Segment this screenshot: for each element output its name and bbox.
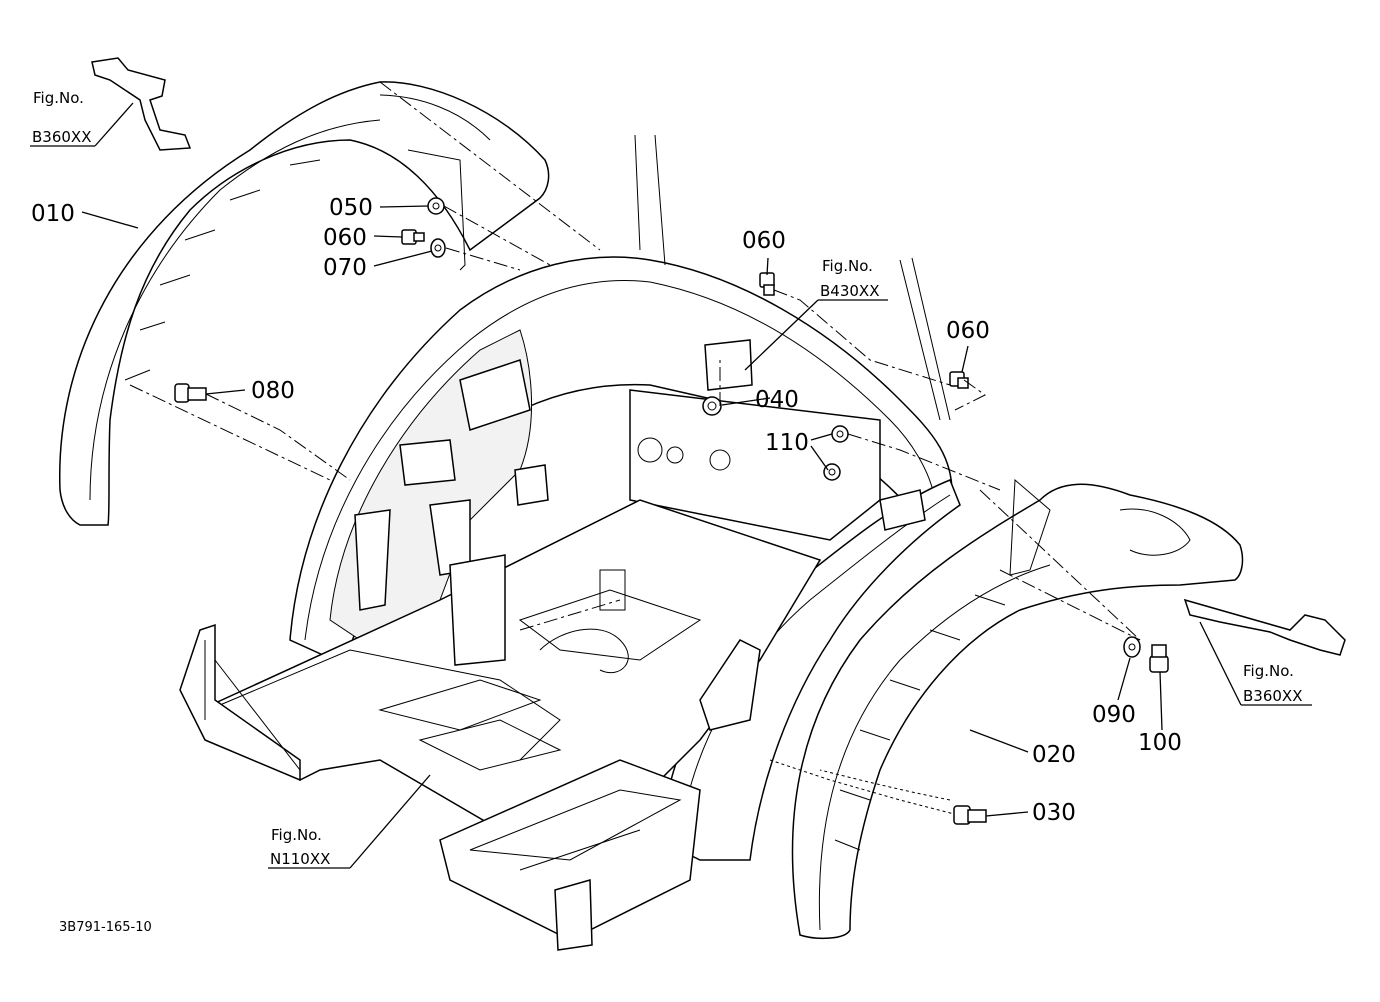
fig-ref-code: N110XX [270, 850, 330, 868]
fig-ref-code: B360XX [32, 128, 91, 146]
fig-ref-title: Fig.No. [822, 257, 873, 275]
bolt-060-top [759, 272, 775, 296]
fig-ref-bottom: Fig.No. N110XX [270, 826, 330, 868]
label-090: 090 [1092, 702, 1136, 728]
fig-ref-code: B430XX [820, 282, 879, 300]
nut-040 [702, 396, 722, 416]
fig-ref-center: Fig.No. B430XX [820, 257, 879, 300]
label-040: 040 [755, 387, 799, 413]
label-100: 100 [1138, 730, 1182, 756]
assembly-lines [129, 81, 1141, 815]
washer-090 [1123, 636, 1141, 658]
label-070: 070 [323, 255, 367, 281]
leader-lines [30, 102, 1312, 869]
fig-ref-right: Fig.No. B360XX [1243, 662, 1302, 705]
nut-110-lower [823, 463, 841, 481]
label-060-top: 060 [742, 228, 786, 254]
label-020: 020 [1032, 742, 1076, 768]
label-010: 010 [31, 201, 75, 227]
label-060-right: 060 [946, 318, 990, 344]
figure-references: Fig.No. B360XX Fig.No. B430XX Fig.No. B3… [32, 89, 1302, 868]
part-number-labels: 010 050 060 070 080 060 060 040 110 020 … [31, 195, 1182, 826]
label-050: 050 [329, 195, 373, 221]
label-060-left: 060 [323, 225, 367, 251]
right-fender [791, 478, 1244, 940]
fig-ref-title: Fig.No. [1243, 662, 1294, 680]
drawing-code: 3B791-165-10 [59, 920, 152, 935]
bolt-060-right [949, 371, 969, 389]
label-110: 110 [765, 430, 809, 456]
bolt-030 [953, 805, 987, 825]
bolt-060-left [401, 229, 425, 245]
left-fender [59, 81, 550, 526]
fig-ref-top-left: Fig.No. B360XX [32, 89, 91, 146]
nut-110-upper [831, 425, 849, 443]
fig-ref-code: B360XX [1243, 687, 1302, 705]
bolt-050 [427, 197, 445, 215]
bolt-100 [1149, 644, 1169, 673]
washer-070 [430, 238, 446, 258]
right-bracket [1183, 598, 1346, 656]
top-left-bracket [91, 57, 192, 151]
fig-ref-title: Fig.No. [33, 89, 84, 107]
cab-frame [179, 134, 961, 951]
bolt-080 [174, 383, 207, 403]
label-030: 030 [1032, 800, 1076, 826]
fig-ref-title: Fig.No. [271, 826, 322, 844]
label-080: 080 [251, 378, 295, 404]
